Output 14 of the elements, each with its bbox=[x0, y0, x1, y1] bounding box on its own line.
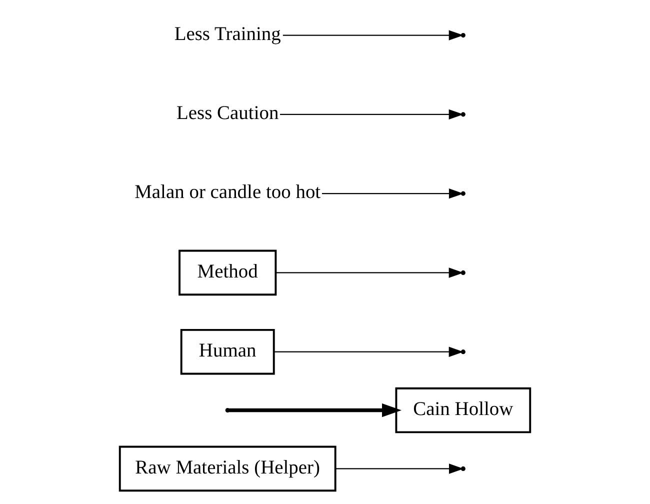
node-box: Method bbox=[178, 250, 277, 296]
node-text: Less Caution bbox=[176, 103, 279, 124]
arrow bbox=[276, 268, 464, 278]
node-box: Raw Materials (Helper) bbox=[118, 446, 336, 492]
arrow bbox=[229, 403, 402, 418]
arrow bbox=[336, 464, 464, 474]
node-box: Human bbox=[180, 328, 275, 375]
arrow bbox=[282, 30, 464, 40]
node-text: Malan or candle too hot bbox=[134, 182, 321, 204]
node-text: Less Training bbox=[174, 24, 281, 45]
arrow bbox=[274, 346, 464, 357]
node-box: Cain Hollow bbox=[395, 387, 532, 434]
arrow bbox=[322, 188, 464, 199]
arrow bbox=[280, 109, 464, 120]
